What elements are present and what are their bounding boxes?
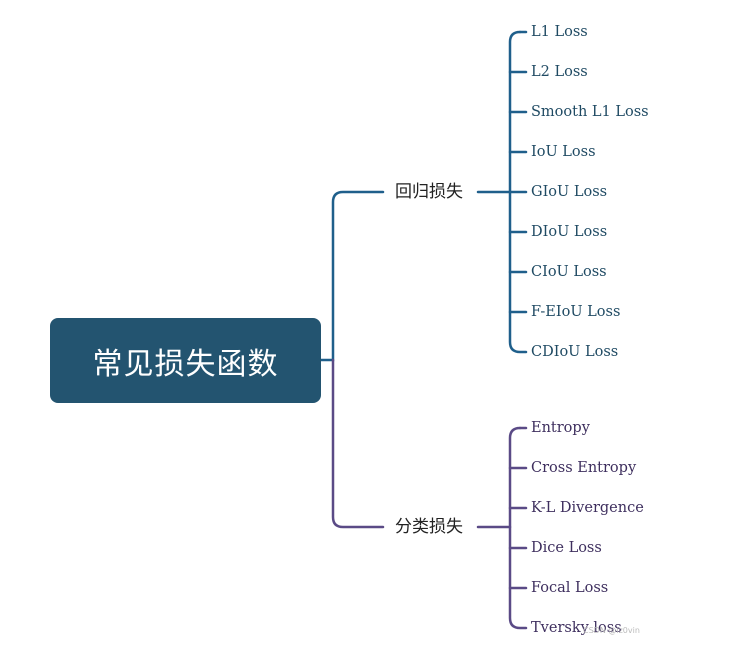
- branch-classification-label[interactable]: 分类损失: [395, 517, 463, 537]
- leaf-node[interactable]: Tversky loss: [531, 620, 622, 636]
- leaf-node[interactable]: Entropy: [531, 420, 590, 436]
- leaf-node[interactable]: L1 Loss: [531, 24, 588, 40]
- watermark: CSDN @iz0vin: [583, 626, 640, 635]
- branch-regression-label[interactable]: 回归损失: [395, 182, 463, 202]
- leaf-node[interactable]: CDIoU Loss: [531, 344, 619, 360]
- leaf-node[interactable]: F-EIoU Loss: [531, 304, 621, 320]
- leaf-node[interactable]: IoU Loss: [531, 144, 596, 160]
- leaf-node[interactable]: Smooth L1 Loss: [531, 104, 649, 120]
- root-node[interactable]: 常见损失函数: [50, 318, 321, 403]
- root-node-label: 常见损失函数: [92, 346, 279, 382]
- leaf-node[interactable]: Focal Loss: [531, 580, 609, 596]
- leaf-node[interactable]: DIoU Loss: [531, 224, 608, 240]
- leaf-bracket-0: [508, 30, 528, 354]
- connector-root-to-classification: [331, 358, 385, 529]
- leaf-node[interactable]: CIoU Loss: [531, 264, 607, 280]
- leaf-node[interactable]: Cross Entropy: [531, 460, 637, 476]
- connector-root-to-regression: [319, 190, 385, 362]
- leaf-node[interactable]: GIoU Loss: [531, 184, 608, 200]
- leaf-node[interactable]: L2 Loss: [531, 64, 588, 80]
- leaf-bracket-1: [508, 426, 528, 630]
- leaf-node[interactable]: K-L Divergence: [531, 500, 644, 516]
- leaf-node[interactable]: Dice Loss: [531, 540, 602, 556]
